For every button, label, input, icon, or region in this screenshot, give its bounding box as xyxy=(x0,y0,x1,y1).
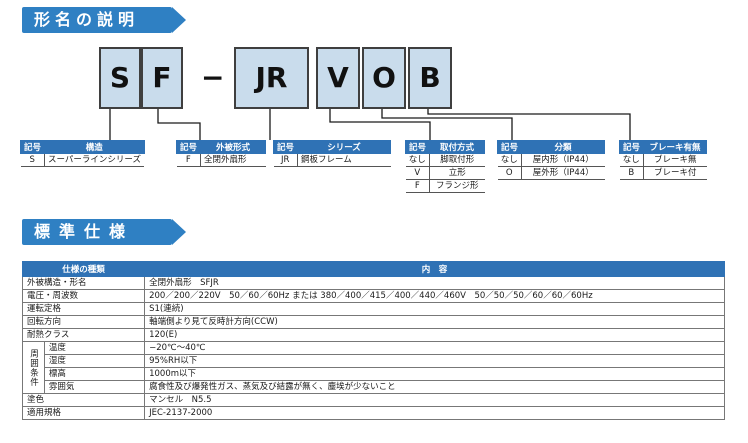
legend-cell: O xyxy=(497,166,522,180)
legend-cell: ブレーキ付 xyxy=(643,166,707,180)
spec-header-content: 内 容 xyxy=(144,261,725,277)
legend-cell: F xyxy=(405,179,430,193)
spec-subkey: 標高 xyxy=(43,367,146,381)
spec-key: 電圧・周波数 xyxy=(21,289,146,303)
legend-cell: 屋外形（IP44） xyxy=(521,166,605,180)
legend-cell: なし xyxy=(619,153,644,167)
spec-value: 腐食性及び爆発性ガス、蒸気及び結露が無く、塵埃が少ないこと xyxy=(144,380,725,394)
model-code-v: V xyxy=(316,47,360,109)
table-row: 回転方向軸端側より見て反時計方向(CCW) xyxy=(21,315,725,329)
legend-cell: 立形 xyxy=(429,166,485,180)
spec-value: JEC-2137-2000 xyxy=(144,406,725,420)
legend-cell: 全閉外扇形 xyxy=(200,153,266,167)
model-code-b: B xyxy=(408,47,452,109)
spec-subkey: 雰囲気 xyxy=(43,380,146,394)
model-code-s: S xyxy=(99,47,141,109)
spec-value: 120(E) xyxy=(144,328,725,342)
spec-key: 耐熱クラス xyxy=(21,328,146,342)
spec-key: 運転定格 xyxy=(21,302,146,316)
legend-header-name: 構造 xyxy=(44,140,145,154)
legend-cell: 屋内形（IP44） xyxy=(521,153,605,167)
spec-header-type: 仕様の種類 xyxy=(21,261,146,277)
legend-cell: フランジ形 xyxy=(429,179,485,193)
legend-cell: V xyxy=(405,166,430,180)
legend-header-code: 記号 xyxy=(272,140,299,154)
spec-env-label: 周囲条件 xyxy=(22,341,45,394)
legend-cell: ブレーキ無 xyxy=(643,153,707,167)
legend-cell: 鋼板フレーム xyxy=(297,153,391,167)
table-row: 周囲条件 温度 −20℃〜40℃ xyxy=(22,341,725,394)
legend-cell: 脚取付形 xyxy=(429,153,485,167)
spec-subkey: 温度 xyxy=(43,341,146,355)
legend-cell: なし xyxy=(405,153,430,167)
model-code-dash: − xyxy=(201,61,225,94)
spec-value: 全閉外扇形 SFJR xyxy=(144,276,725,290)
spec-subkey: 湿度 xyxy=(43,354,146,368)
table-row: 塗色マンセル N5.5 xyxy=(21,393,725,407)
legend-header-code: 記号 xyxy=(496,140,523,154)
spec-value: マンセル N5.5 xyxy=(144,393,725,407)
spec-value: −20℃〜40℃ xyxy=(144,341,725,355)
legend-header-code: 記号 xyxy=(19,140,46,154)
spec-key: 適用規格 xyxy=(21,406,146,420)
model-code-f: F xyxy=(141,47,183,109)
legend-cell: スーパーラインシリーズ xyxy=(44,153,145,167)
model-code-jr: JR xyxy=(234,47,309,109)
legend-header-name: シリーズ xyxy=(297,140,392,154)
section-title-standard-spec: 標準仕様 xyxy=(22,219,186,245)
legend-cell: F xyxy=(176,153,201,167)
legend-header-name: 分類 xyxy=(521,140,606,154)
legend-header-code: 記号 xyxy=(404,140,431,154)
legend-cell: S xyxy=(20,153,45,167)
model-code-o: O xyxy=(362,47,406,109)
spec-key: 塗色 xyxy=(21,393,146,407)
section-title-model-explanation: 形名の説明 xyxy=(22,7,186,33)
spec-value: 95%RH以下 xyxy=(144,354,725,368)
spec-value: S1(連続) xyxy=(144,302,725,316)
legend-header-name: 取付方式 xyxy=(429,140,486,154)
legend-cell: なし xyxy=(497,153,522,167)
table-row: 雰囲気腐食性及び爆発性ガス、蒸気及び結露が無く、塵埃が少ないこと xyxy=(23,380,725,394)
legend-header-name: 外被形式 xyxy=(200,140,267,154)
legend-cell: JR xyxy=(273,153,298,167)
spec-key: 回転方向 xyxy=(21,315,146,329)
table-row: 外被構造・形名全閉外扇形 SFJR xyxy=(21,276,725,290)
spec-value: 200／200／220V 50／60／60Hz または 380／400／415／… xyxy=(144,289,725,303)
legend-header-code: 記号 xyxy=(618,140,645,154)
spec-value: 1000m以下 xyxy=(144,367,725,381)
legend-cell: B xyxy=(619,166,644,180)
spec-value: 軸端側より見て反時計方向(CCW) xyxy=(144,315,725,329)
legend-header-code: 記号 xyxy=(175,140,202,154)
legend-header-name: ブレーキ有無 xyxy=(643,140,708,154)
spec-key: 外被構造・形名 xyxy=(21,276,146,290)
